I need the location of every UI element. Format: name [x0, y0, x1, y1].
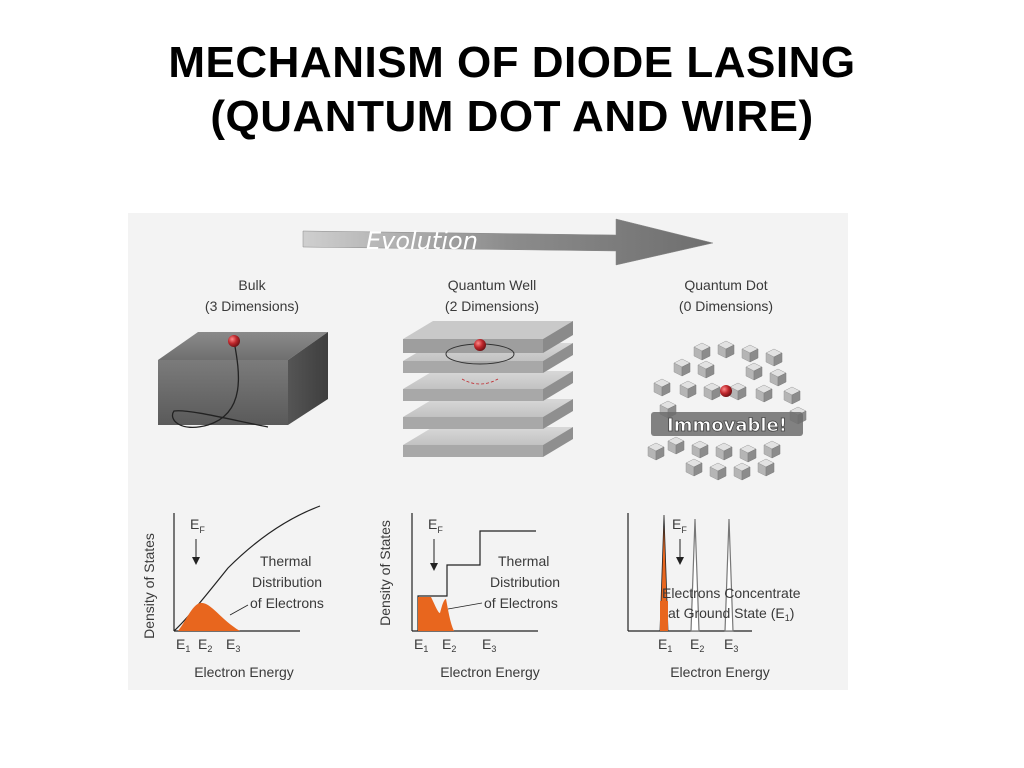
well-tick-e3: E3: [482, 636, 496, 654]
well-tick-e1: E1: [414, 636, 428, 654]
bulk-annotation-3: of Electrons: [250, 595, 324, 611]
electron-ball: [474, 339, 486, 351]
quantum-well-stack: [403, 321, 573, 457]
dot-annotation-1: Electrons Concentrate: [662, 585, 801, 601]
second-state-peak: [690, 518, 700, 632]
bulk-dimensions: (3 Dimensions): [205, 298, 299, 314]
immovable-badge: Immovable!: [667, 415, 787, 436]
bulk-xlabel: Electron Energy: [194, 664, 294, 680]
evolution-arrow: Evolution: [302, 218, 714, 266]
well-ylabel: Density of States: [377, 520, 393, 626]
bulk-tick-e3: E3: [226, 636, 240, 654]
well-title: Quantum Well: [448, 277, 536, 293]
bulk-block: [158, 332, 328, 428]
well-tick-e2: E2: [442, 636, 456, 654]
electron-ball: [720, 385, 732, 397]
well-annotation-1: Thermal: [498, 553, 549, 569]
dot-xlabel: Electron Energy: [670, 664, 770, 680]
electron-ball: [228, 335, 240, 347]
dot-dos-graph: EF Electrons Concentrate at Ground State…: [627, 513, 801, 680]
third-state-peak: [724, 518, 734, 632]
evolution-label: Evolution: [366, 227, 478, 255]
bulk-tick-e1: E1: [176, 636, 190, 654]
bulk-ef-label: EF: [190, 516, 205, 535]
dot-title: Quantum Dot: [684, 277, 767, 293]
quantum-dot-array: Immovable!: [647, 340, 807, 481]
dot-ef-label: EF: [672, 516, 687, 535]
bulk-ylabel: Density of States: [141, 533, 157, 639]
bulk-dos-graph: Density of States EF Thermal Distributio…: [141, 505, 324, 680]
dot-annotation-2: at Ground State (E1): [668, 605, 794, 623]
thermal-distribution-fill: [178, 602, 240, 631]
title-line-2: (QUANTUM DOT AND WIRE): [210, 92, 814, 141]
dot-tick-e3: E3: [724, 636, 738, 654]
well-dimensions: (2 Dimensions): [445, 298, 539, 314]
thermal-distribution-fill: [418, 597, 454, 631]
well-dos-graph: Density of States EF Thermal Distributio…: [377, 513, 560, 680]
diagram-figure: Evolution Bulk (3 Dimensions) Quantum We…: [128, 213, 848, 690]
well-annotation-3: of Electrons: [484, 595, 558, 611]
dot-tick-e2: E2: [690, 636, 704, 654]
well-ef-label: EF: [428, 516, 443, 535]
bulk-title: Bulk: [238, 277, 266, 293]
slide-title: MECHANISM OF DIODE LASING (QUANTUM DOT A…: [0, 36, 1024, 144]
bulk-annotation-2: Distribution: [252, 574, 322, 590]
title-line-1: MECHANISM OF DIODE LASING: [168, 38, 856, 87]
bulk-annotation-1: Thermal: [260, 553, 311, 569]
bulk-tick-e2: E2: [198, 636, 212, 654]
well-xlabel: Electron Energy: [440, 664, 540, 680]
dot-dimensions: (0 Dimensions): [679, 298, 773, 314]
well-annotation-2: Distribution: [490, 574, 560, 590]
dot-tick-e1: E1: [658, 636, 672, 654]
diagram-svg: Evolution Bulk (3 Dimensions) Quantum We…: [141, 218, 807, 680]
